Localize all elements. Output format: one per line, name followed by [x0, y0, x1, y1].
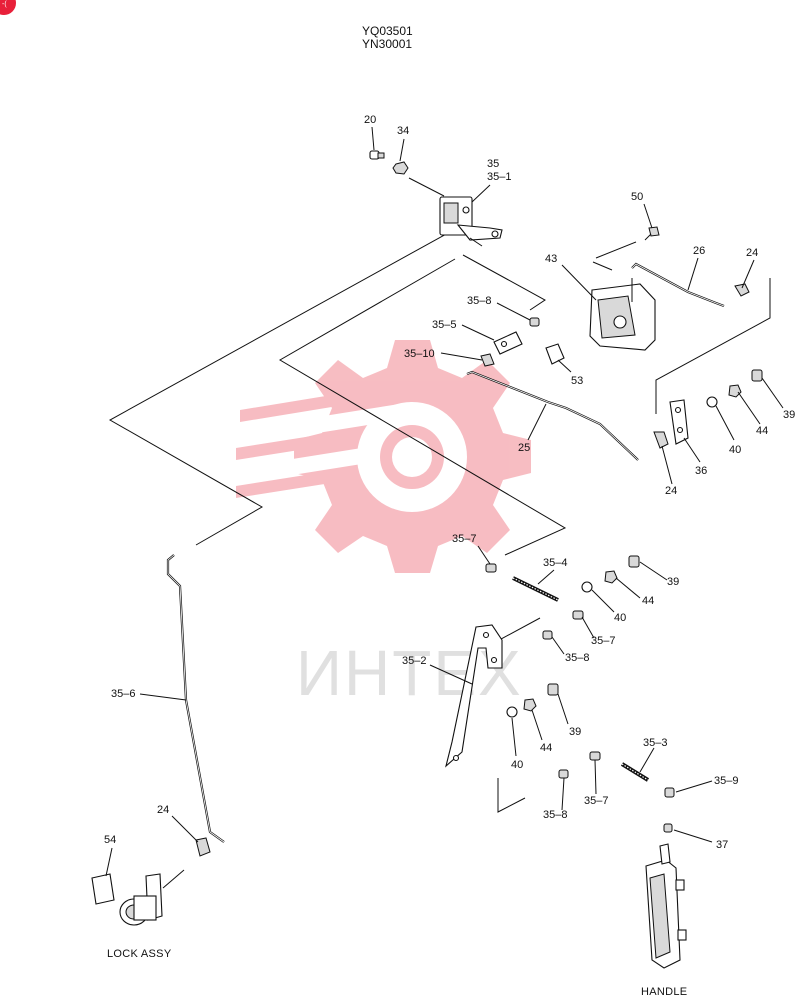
- lever-35-2-icon: [445, 624, 503, 768]
- nut-35-8a-icon: [529, 317, 540, 327]
- nut-35-8c-icon: [558, 769, 569, 779]
- clip-24c-icon: [195, 837, 211, 857]
- model-code-1: YQ03501: [362, 24, 413, 38]
- caption-lock-assy: LOCK ASSY: [107, 948, 172, 960]
- label-35-7c: 35–7: [584, 795, 608, 807]
- label-40b: 40: [614, 612, 626, 624]
- bushing-53-icon: [545, 343, 565, 365]
- caption-handle: HANDLE: [641, 986, 687, 998]
- label-24b: 24: [665, 485, 677, 497]
- label-35-6: 35–6: [111, 688, 135, 700]
- corner-badge-icon: -(: [0, 0, 16, 15]
- label-39b: 39: [667, 576, 679, 588]
- nut-37-icon: [663, 823, 673, 833]
- label-35-8c: 35–8: [543, 809, 567, 821]
- label-35-7b: 35–7: [591, 635, 615, 647]
- nut-44b-icon: [604, 570, 618, 584]
- label-36: 36: [695, 465, 707, 477]
- label-39a: 39: [783, 409, 795, 421]
- clip-35-9-icon: [664, 787, 675, 798]
- bolt-39a-icon: [751, 369, 763, 382]
- label-37: 37: [716, 839, 728, 851]
- handle-icon: [645, 843, 687, 969]
- label-35-10: 35–10: [404, 348, 435, 360]
- label-53: 53: [571, 375, 583, 387]
- watermark-text: ИНТЕХ: [296, 637, 523, 709]
- clip-24a-icon: [734, 283, 750, 297]
- washer-40a-icon: [706, 396, 718, 408]
- label-35-3: 35–3: [643, 737, 667, 749]
- washer-40c-icon: [506, 706, 518, 718]
- label-35-5: 35–5: [432, 319, 456, 331]
- actuator-43-icon: [589, 278, 656, 351]
- label-34: 34: [397, 125, 409, 137]
- label-54: 54: [104, 834, 116, 846]
- label-26: 26: [693, 245, 705, 257]
- label-35: 35: [487, 158, 499, 170]
- rod-35-4-icon: [512, 576, 559, 602]
- label-35-4: 35–4: [543, 557, 567, 569]
- rod-25-icon: [466, 370, 639, 461]
- nut-34-icon: [392, 161, 409, 175]
- linkage-outline: [108, 232, 771, 813]
- part-labels: 20 34 35 35–1 50 26 24 43 35–8 35–5 35–1…: [104, 114, 795, 851]
- bolt-20-icon: [369, 150, 385, 160]
- label-50: 50: [631, 191, 643, 203]
- label-35-9: 35–9: [714, 775, 738, 787]
- label-40c: 40: [511, 759, 523, 771]
- label-40a: 40: [729, 444, 741, 456]
- label-35-8b: 35–8: [565, 652, 589, 664]
- label-44a: 44: [756, 425, 768, 437]
- nut-35-7c-icon: [589, 751, 601, 761]
- rod-35-3-icon: [620, 762, 650, 782]
- bolt-50-icon: [644, 226, 660, 241]
- bolt-39b-icon: [628, 555, 640, 568]
- nut-35-7b-icon: [572, 610, 584, 620]
- label-44b: 44: [642, 595, 654, 607]
- label-20: 20: [364, 114, 376, 126]
- plate-35-5-icon: [493, 331, 523, 355]
- nut-44a-icon: [728, 384, 742, 398]
- clip-35-10-icon: [480, 353, 495, 367]
- nut-35-8b-icon: [542, 630, 553, 640]
- latch-35-icon: [439, 196, 503, 247]
- label-44c: 44: [540, 742, 552, 754]
- nut-44c-icon: [523, 698, 537, 712]
- label-35-7a: 35–7: [452, 533, 476, 545]
- rod-35-6-icon: [166, 554, 225, 843]
- clip-24b-icon: [653, 431, 669, 449]
- label-39c: 39: [569, 726, 581, 738]
- label-43: 43: [545, 253, 557, 265]
- lock-assy-icon: [91, 873, 163, 926]
- label-25: 25: [518, 442, 530, 454]
- watermark-gear-icon: [236, 340, 531, 573]
- label-35-8a: 35–8: [467, 295, 491, 307]
- label-35-1: 35–1: [487, 171, 511, 183]
- rod-26-icon: [631, 262, 725, 308]
- leader-lines: [105, 126, 784, 877]
- nut-35-7a-icon: [485, 563, 497, 573]
- label-24a: 24: [746, 247, 758, 259]
- lever-36-icon: [669, 399, 689, 445]
- model-code-2: YN30001: [362, 37, 412, 51]
- label-35-2: 35–2: [402, 655, 426, 667]
- label-24c: 24: [157, 804, 169, 816]
- svg-text:-(: -(: [2, 1, 7, 8]
- washer-40b-icon: [581, 581, 593, 593]
- bolt-39c-icon: [547, 683, 559, 696]
